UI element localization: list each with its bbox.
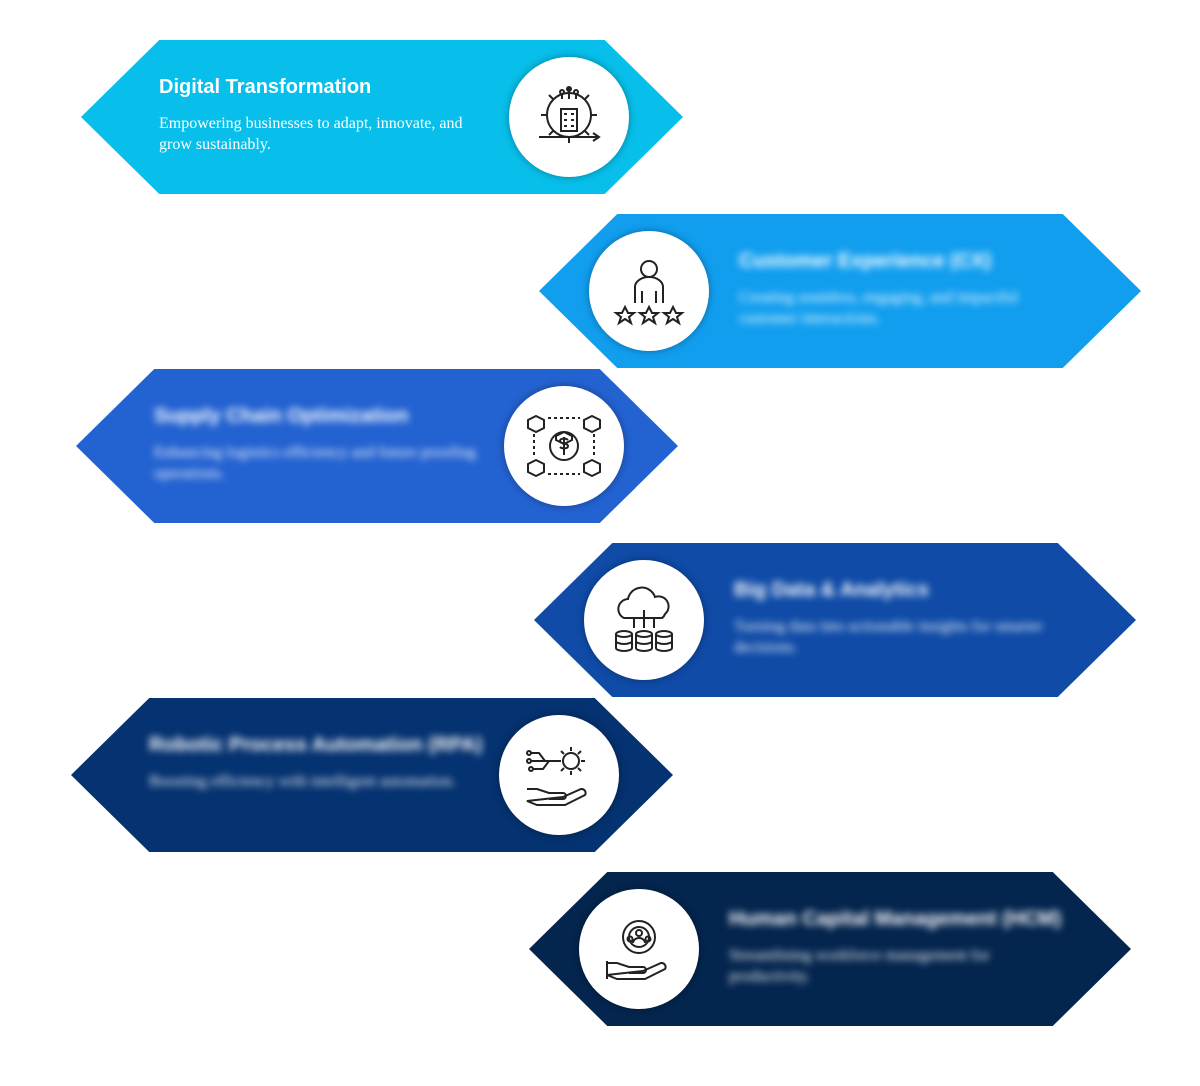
item-text: Customer Experience (CX) Creating seamle… [739, 250, 1079, 329]
item-description: Empowering businesses to adapt, innovate… [159, 115, 463, 153]
icon-circle [504, 386, 624, 506]
hand-gear-circuit-icon [526, 747, 587, 806]
item-title: Human Capital Management (HCM) [729, 908, 1062, 930]
item-text: Human Capital Management (HCM) Streamlin… [729, 908, 1069, 987]
item-hcm: Human Capital Management (HCM) Streamlin… [529, 872, 1131, 1026]
item-big-data: Big Data & Analytics Turning data into a… [534, 543, 1136, 697]
item-text: Digital Transformation Empowering busine… [159, 76, 499, 155]
item-title: Big Data & Analytics [734, 579, 929, 601]
item-title: Digital Transformation [159, 76, 372, 98]
icon-circle [499, 715, 619, 835]
icon-circle [579, 889, 699, 1009]
item-supply-chain: Supply Chain Optimization Enhancing logi… [76, 369, 678, 523]
icon-circle [589, 231, 709, 351]
hand-people-icon [606, 920, 667, 980]
cloud-database-icon [615, 586, 673, 652]
item-description: Streamlining workforce management for pr… [729, 947, 990, 985]
person-stars-icon [613, 260, 685, 326]
item-text: Big Data & Analytics Turning data into a… [734, 579, 1074, 658]
item-text: Supply Chain Optimization Enhancing logi… [154, 405, 494, 484]
item-title: Supply Chain Optimization [154, 405, 409, 427]
item-title: Robotic Process Automation (RPA) [149, 734, 483, 756]
dollar-cubes-icon [527, 414, 601, 478]
gear-building-icon [539, 86, 601, 143]
icon-circle [584, 560, 704, 680]
item-title: Customer Experience (CX) [739, 250, 992, 272]
icon-circle [509, 57, 629, 177]
item-description: Turning data into actionable insights fo… [734, 618, 1043, 656]
item-rpa: Robotic Process Automation (RPA) Boostin… [71, 698, 673, 852]
item-customer-experience: Customer Experience (CX) Creating seamle… [539, 214, 1141, 368]
item-text: Robotic Process Automation (RPA) Boostin… [149, 734, 489, 792]
item-description: Enhancing logistics efficiency and futur… [154, 444, 476, 482]
item-digital-transformation: Digital Transformation Empowering busine… [81, 40, 683, 194]
item-description: Boosting efficiency with intelligent aut… [149, 773, 456, 790]
item-description: Creating seamless, engaging, and impactf… [739, 289, 1019, 327]
